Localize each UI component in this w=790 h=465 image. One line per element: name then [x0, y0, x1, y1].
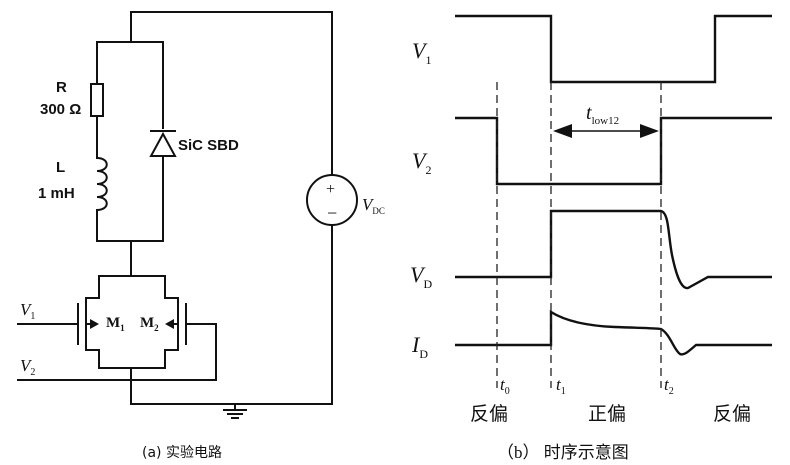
- waveform-v2: [455, 116, 772, 186]
- mosfet-m2: [164, 275, 187, 369]
- inductor-name: L: [56, 159, 65, 176]
- diode-symbol: [149, 131, 177, 157]
- signal-label-v2: V2: [412, 148, 431, 177]
- phase-label-reverse-2: 反偏: [713, 403, 751, 425]
- branch-bottom-wire: [96, 240, 164, 277]
- signal-label-v1: V1: [412, 38, 431, 67]
- top-wire: [130, 11, 333, 176]
- input1-label: V1: [20, 300, 35, 322]
- ground-symbol: [223, 403, 247, 419]
- mosfet-m2-label: M2: [140, 315, 159, 333]
- dc-source-label: VDC: [362, 195, 385, 216]
- source-to-ground-wire: [130, 225, 333, 405]
- time-label-t1: t1: [556, 375, 566, 397]
- mosfet-m1: [77, 275, 100, 369]
- timing-caption: （b） 时序示意图: [497, 443, 629, 462]
- timing-diagram: V1 V2 VD ID tlow12 t0: [410, 14, 772, 462]
- dc-source-minus: −: [327, 203, 337, 223]
- interval-arrow: [553, 124, 659, 138]
- interval-label: tlow12: [586, 102, 619, 127]
- signal-label-vd: VD: [410, 262, 432, 291]
- signal-label-id: ID: [411, 332, 428, 361]
- mosfet-bottom-bus: [98, 367, 166, 379]
- input2-label: V2: [20, 356, 35, 378]
- diode-label: SiC SBD: [178, 137, 239, 154]
- resistor-name: R: [56, 79, 67, 96]
- circuit-caption: (a) 实验电路: [142, 445, 222, 461]
- circuit-diagram: R 300 Ω L 1 mH SiC SBD + − VDC V1: [17, 11, 385, 461]
- dc-source-symbol: [306, 174, 358, 226]
- phase-label-forward: 正偏: [588, 403, 626, 425]
- waveform-id: [455, 309, 772, 356]
- inductor-value: 1 mH: [38, 185, 75, 202]
- resistor-symbol: [90, 83, 104, 117]
- input2-wire: [17, 323, 217, 381]
- mosfet-m1-label: M1: [106, 315, 125, 333]
- waveform-vd: [455, 209, 772, 290]
- inductor-symbol: [95, 156, 108, 212]
- dc-source-plus: +: [326, 181, 335, 198]
- time-label-t2: t2: [664, 375, 674, 397]
- resistor-value: 300 Ω: [40, 101, 81, 118]
- phase-label-reverse-1: 反偏: [470, 403, 508, 425]
- time-label-t0: t0: [500, 375, 510, 397]
- waveform-v1: [455, 14, 772, 84]
